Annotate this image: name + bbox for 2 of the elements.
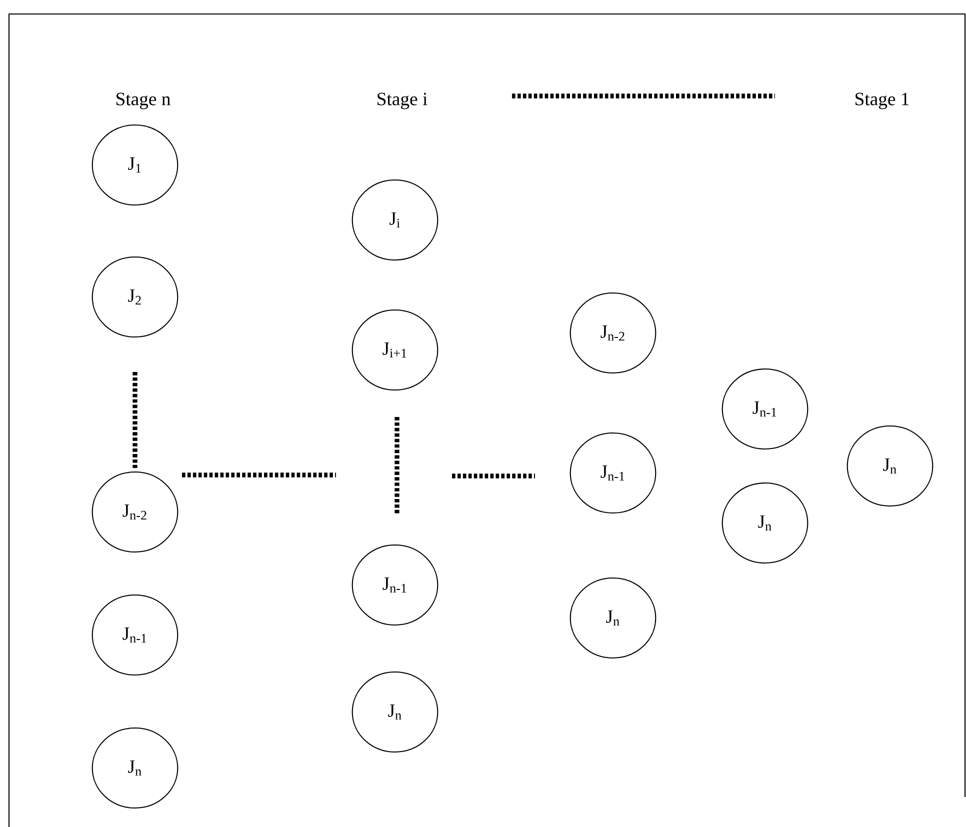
stage-label: Stage 1 bbox=[856, 92, 909, 110]
stage-label: Stage i bbox=[378, 92, 428, 110]
